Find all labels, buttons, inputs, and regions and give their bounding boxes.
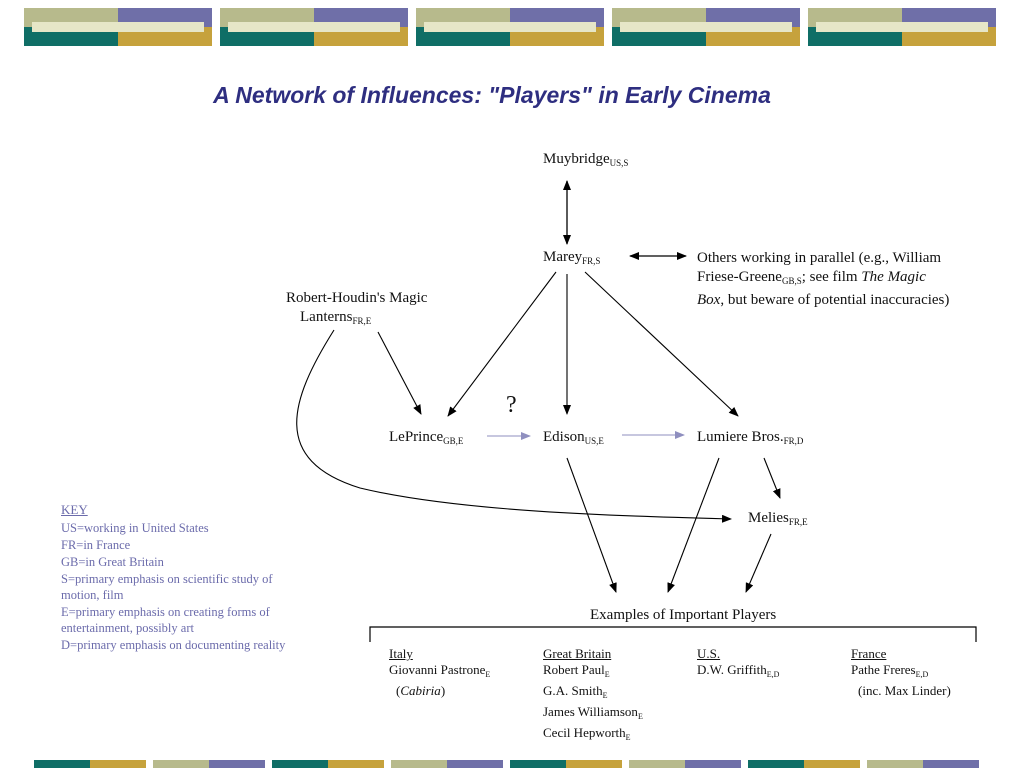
bottom-bar-block <box>867 760 979 768</box>
edge-houdin-leprince <box>377 331 422 415</box>
node-edison: EdisonUS,E <box>543 429 604 446</box>
node-robert-houdin: Robert-Houdin's Magic LanternsFR,E <box>286 290 428 326</box>
edge-marey-leprince <box>447 271 557 417</box>
legend-key: KEY US=working in United States FR=in Fr… <box>61 502 301 654</box>
key-title: KEY <box>61 502 88 517</box>
page-title: A Network of Influences: "Players" in Ea… <box>213 82 771 108</box>
column-us: U.S. D.W. GriffithE,D <box>697 646 780 679</box>
node-others-in-parallel: Others working in parallel (e.g., Willia… <box>697 250 950 308</box>
key-item: US=working in United States <box>61 521 209 535</box>
edge-houdin-melies <box>296 329 732 523</box>
edge-lumiere-melies <box>763 457 781 499</box>
top-bar-block <box>416 8 604 46</box>
node-melies: MeliesFR,E <box>748 510 808 527</box>
key-item: E=primary emphasis on creating forms of … <box>61 605 270 635</box>
key-item: S=primary emphasis on scientific study o… <box>61 572 273 602</box>
key-item: GB=in Great Britain <box>61 555 164 569</box>
bottom-bar-block <box>510 760 622 768</box>
column-france: France Pathe FreresE,D (inc. Max Linder) <box>851 646 951 698</box>
bottom-bar-block <box>34 760 146 768</box>
node-marey: MareyFR,S <box>543 249 601 266</box>
top-bar-block <box>24 8 212 46</box>
edge-melies-examples <box>745 533 772 593</box>
node-muybridge: MuybridgeUS,S <box>543 151 629 168</box>
bottom-bar-block <box>153 760 265 768</box>
bottom-bar-block <box>748 760 860 768</box>
examples-bracket <box>369 626 977 642</box>
top-bar-block <box>612 8 800 46</box>
bottom-bar-block <box>272 760 384 768</box>
column-italy: Italy Giovanni PastroneE (Cabiria) <box>389 646 491 698</box>
top-bar-block <box>220 8 408 46</box>
edge-lumiere-examples <box>667 457 720 593</box>
node-lumiere: Lumiere Bros.FR,D <box>697 429 804 446</box>
edge-marey-lumiere <box>584 271 739 417</box>
key-item: D=primary emphasis on documenting realit… <box>61 638 286 652</box>
key-item: FR=in France <box>61 538 131 552</box>
question-mark: ? <box>506 392 517 418</box>
top-bar-block <box>808 8 996 46</box>
node-leprince: LePrinceGB,E <box>389 429 464 446</box>
bottom-bar-block <box>391 760 503 768</box>
examples-title: Examples of Important Players <box>590 607 777 623</box>
column-great-britain: Great Britain Robert PaulE G.A. SmithE J… <box>543 646 643 742</box>
edge-edison-examples <box>566 457 617 593</box>
bottom-bar-block <box>629 760 741 768</box>
